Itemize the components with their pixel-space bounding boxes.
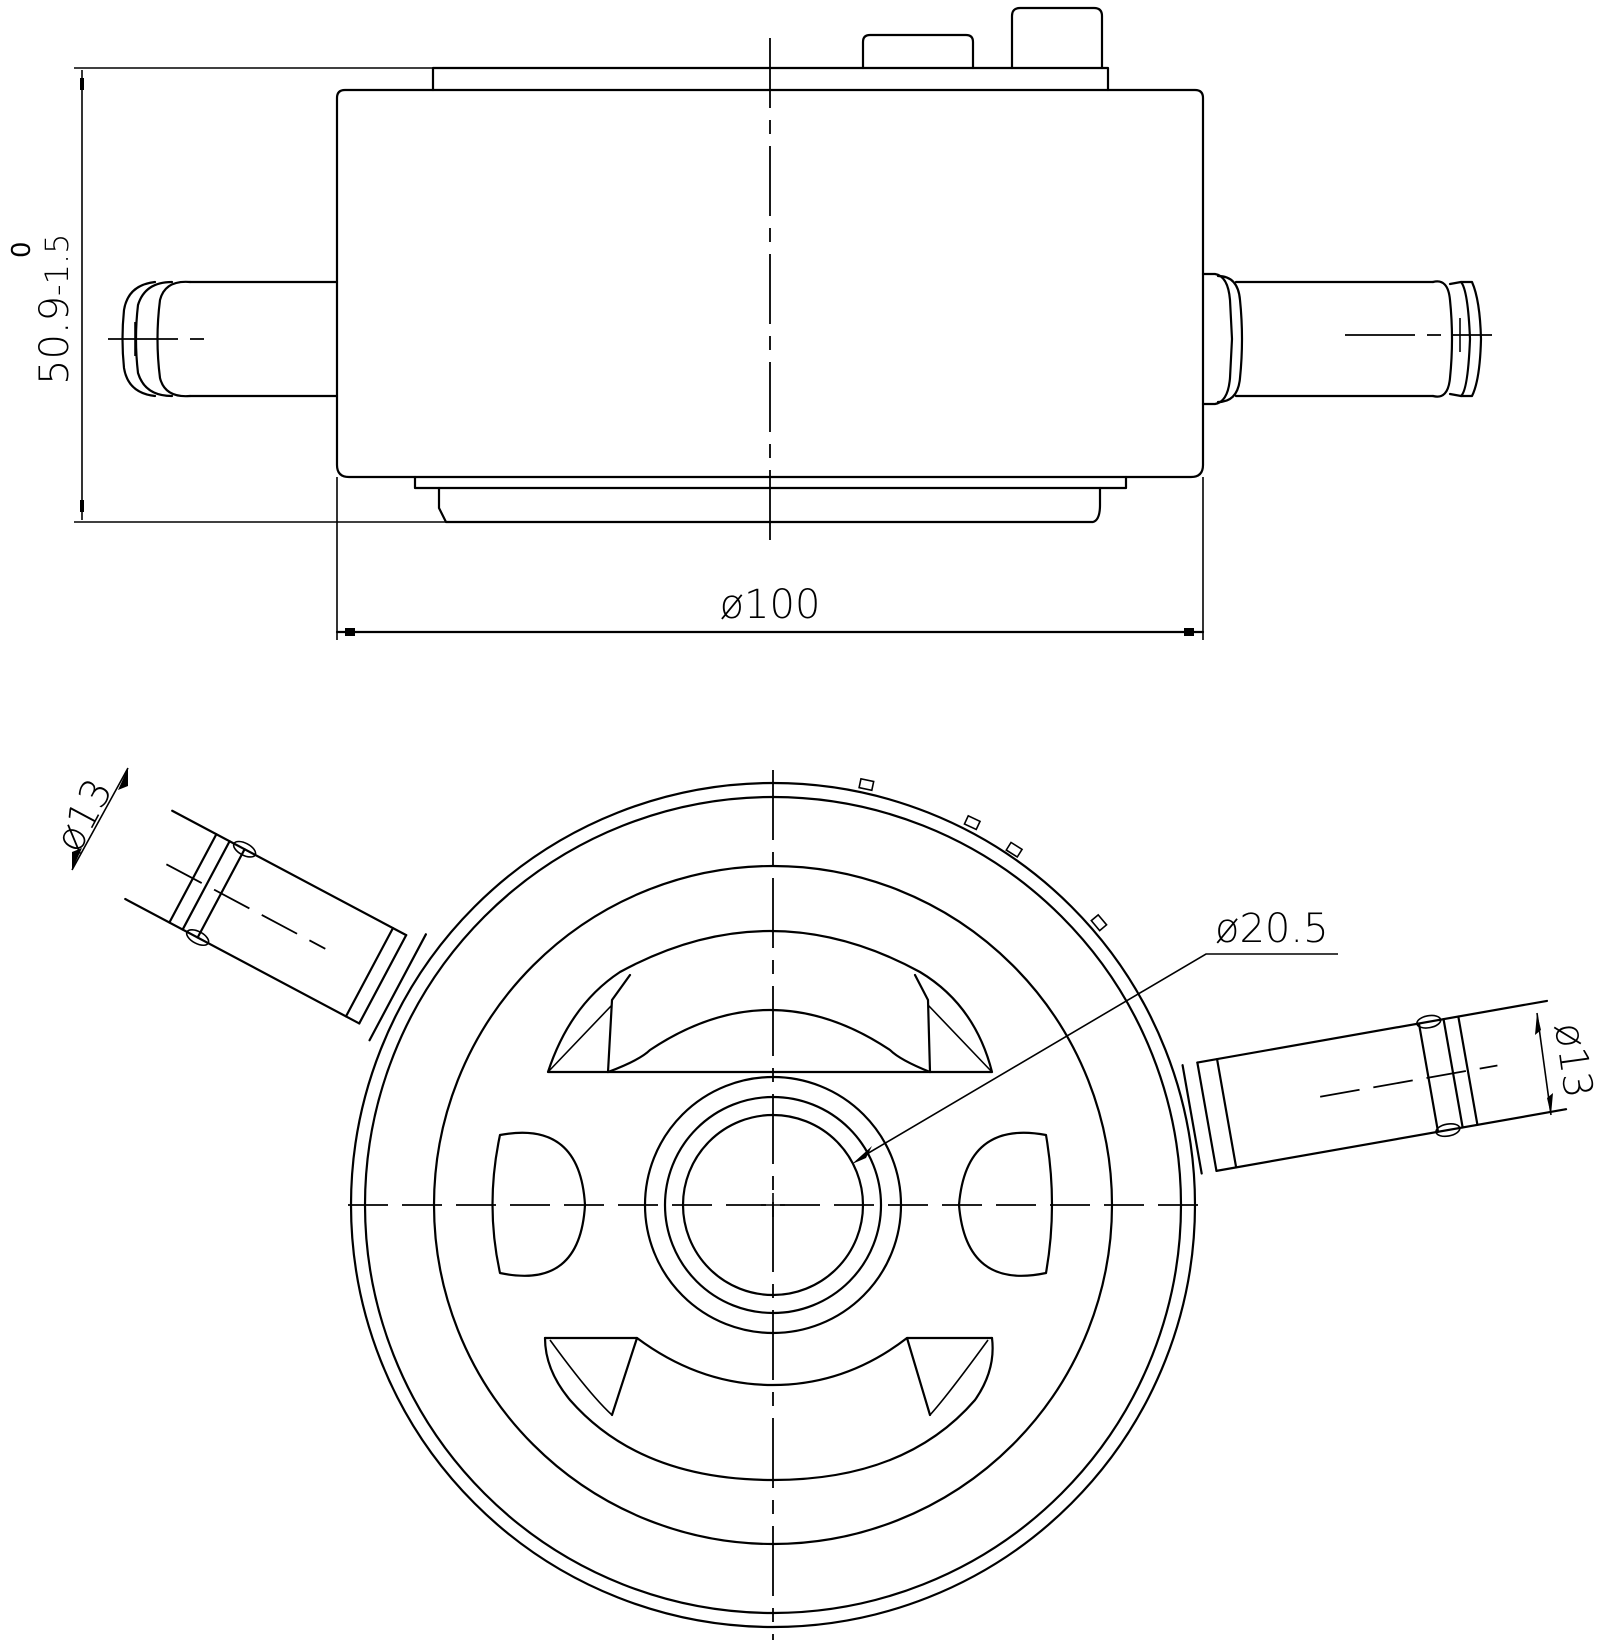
height-upper-tolerance: 0: [7, 241, 37, 258]
left-side-slot: [491, 1131, 587, 1277]
top-plate: [431, 66, 1110, 92]
height-dimension-label: 50.9-1.5: [32, 234, 78, 386]
lower-slot: [543, 1336, 994, 1482]
upper-slot: [546, 930, 994, 1074]
left-pipe-diameter-dimension: ø13: [46, 767, 129, 871]
top-fitting-left: [861, 33, 975, 70]
rim-marks: [858, 777, 1108, 932]
left-pipe-diameter-label: ø13: [46, 772, 122, 860]
right-pipe-diameter-label: ø13: [1545, 1020, 1600, 1101]
center-bore-diameter-leader: ø20.5: [852, 906, 1338, 1164]
left-pipe-top: [124, 809, 427, 1042]
height-dimension: 50.9-1.5 0: [7, 67, 446, 523]
right-pipe-side: [1201, 272, 1492, 406]
top-view: ø13 ø13 ø20.5: [46, 767, 1600, 1640]
center-bore-diameter-label: ø20.5: [1215, 906, 1329, 952]
side-view: 50.9-1.5 0 ø100: [7, 6, 1492, 640]
cooler-body: [335, 88, 1205, 479]
right-pipe-diameter-dimension: ø13: [1535, 1012, 1600, 1116]
left-pipe-side: [108, 280, 339, 398]
right-pipe-top: [1181, 999, 1568, 1175]
diameter-100-dimension: ø100: [335, 477, 1205, 640]
diameter-100-label: ø100: [720, 582, 821, 628]
right-side-slot: [957, 1131, 1054, 1277]
top-fitting-right: [1010, 6, 1104, 70]
bottom-seal: [437, 486, 1102, 524]
